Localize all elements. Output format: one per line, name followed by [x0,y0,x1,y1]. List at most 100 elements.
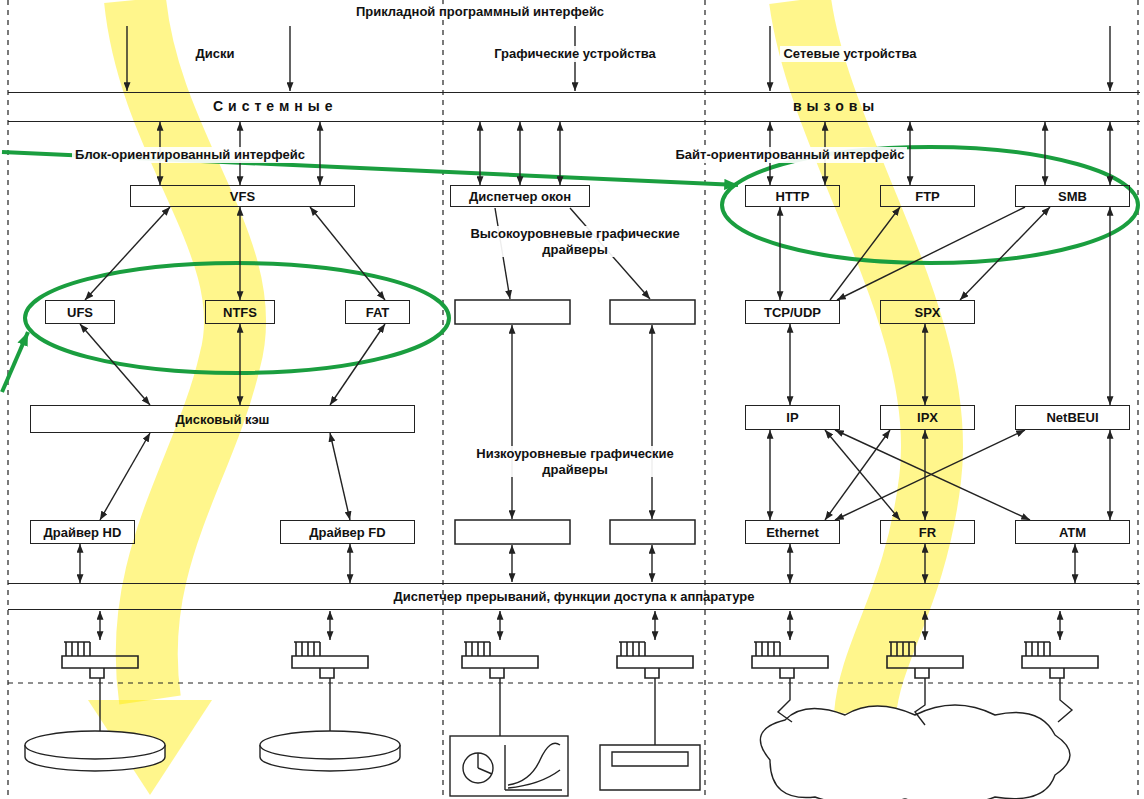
graphics-driver-box [610,520,695,544]
layer-label: Блок-ориентированный интерфейс [72,147,308,163]
api-arrow [127,26,1110,91]
module-box: Драйвер FD [280,520,415,544]
connector-arrow [837,207,1025,300]
connector-arrow [779,207,780,300]
node-text: IPX [917,410,938,425]
module-box: NTFS [205,300,275,324]
node-text: Дисковый кэш [176,412,270,427]
disk-drawing [25,678,400,771]
connector-arrow [1074,544,1075,583]
connector-arrow [239,324,240,405]
node-text: Диспетчер окон [469,189,571,204]
module-box: SMB [1015,185,1130,207]
controller-symbol [1022,642,1098,678]
controller-symbol [752,642,828,678]
layer-band: Системныевызовы [8,92,1140,122]
hardware-arrow [100,611,1060,640]
connector-arrow [924,544,925,583]
module-box: VFS [130,185,355,207]
connector-arrow [924,430,925,520]
module-box: TCP/UDP [745,300,840,324]
callout-highlight [2,332,28,392]
module-box: IP [745,405,840,430]
module-box: UFS [45,300,115,324]
connector-arrow [559,122,560,185]
connector-arrow [835,430,1030,520]
node-text: VFS [230,189,255,204]
display-drawing [478,753,492,774]
disk-drawing [260,731,400,759]
module-box: SPX [880,300,975,324]
connector-arrow [924,324,925,405]
display-drawing [600,745,700,790]
hardware-arrow [499,611,500,640]
layer-label: Низкоуровневые графические драйверы [447,446,703,477]
graphics-arrow [511,325,512,519]
column-divider [8,0,1138,799]
node-text: NetBEUI [1046,410,1098,425]
column-divider [442,0,443,799]
node-text: Системные [213,98,338,114]
highlight-arrow [88,0,932,797]
node-text: NTFS [223,305,257,320]
node-text: Драйвер HD [44,525,122,540]
module-box: Диспетчер окон [450,185,590,207]
hardware-arrow [789,611,790,640]
connector-arrow [789,324,790,405]
graphics-driver-box [610,300,695,324]
network-cloud [760,705,1070,799]
hardware-arrow [99,611,100,640]
node-text: HTTP [776,189,810,204]
module-box: FR [880,520,975,544]
layer-label: Диски [193,46,238,62]
api-arrow [289,26,290,91]
layer-label: Прикладной программный интерфейс [353,4,607,20]
connector-arrow [100,433,150,520]
connector-arrow [1109,122,1110,185]
layer-label: Графические устройства [491,46,659,62]
connector-arrow [349,544,350,583]
layer-label: Сетевые устройства [780,46,919,62]
layer-label: Байт-ориентированный интерфейс [673,147,908,163]
module-box: NetBEUI [1015,405,1130,430]
connector-arrow [330,433,350,520]
connector-arrow [85,207,170,300]
node-text: SMB [1058,189,1087,204]
node-text: FTP [915,189,940,204]
controller-symbol [617,642,693,678]
connector-arrow [1044,122,1045,185]
connector-arrow [330,324,385,405]
node-text: Драйвер FD [309,525,385,540]
node-text: UFS [67,305,93,320]
graphics-arrow [495,208,652,582]
controller-symbol [292,642,368,678]
display-drawing [505,743,562,790]
module-box: FTP [880,185,975,207]
display-drawing [450,736,568,796]
module-box: HTTP [745,185,840,207]
callout-highlight [25,263,449,373]
graphics-driver-box [455,300,570,324]
node-text: Ethernet [766,525,819,540]
controller-symbol [462,642,538,678]
connector-arrow [519,122,520,185]
connector-arrow [80,324,150,405]
api-arrow [126,26,127,91]
api-arrow [769,26,770,91]
connector-arrow [835,430,1025,520]
node-text: IP [786,410,798,425]
node-text: FR [919,525,936,540]
column-divider [8,682,1138,683]
connector-arrow [310,207,385,300]
connector-arrow [960,207,1050,300]
graphics-driver-box [455,520,570,544]
module-box: Дисковый кэш [30,405,415,433]
connector-arrow [479,122,480,185]
module-box: FAT [345,300,410,324]
network-cloud [760,678,1072,799]
column-divider [704,0,705,799]
display-drawing [499,678,500,736]
